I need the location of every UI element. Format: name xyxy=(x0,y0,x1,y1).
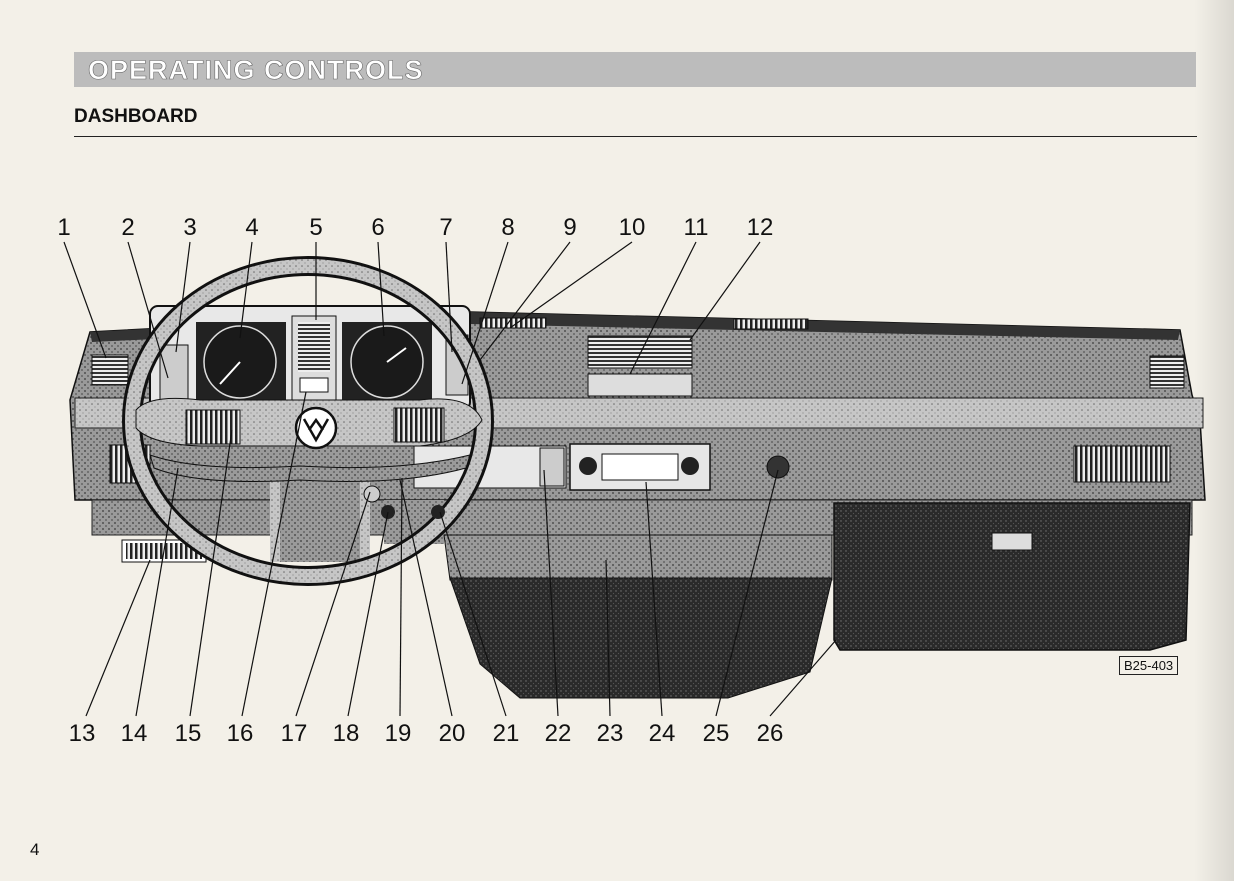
callout-number: 3 xyxy=(183,214,197,241)
callout-number: 13 xyxy=(68,720,96,747)
callout-number: 6 xyxy=(371,214,385,241)
callout-number: 16 xyxy=(226,720,254,747)
callout-number: 24 xyxy=(648,720,676,747)
page-title: OPERATING CONTROLS xyxy=(88,55,424,86)
callout-number: 10 xyxy=(618,214,646,241)
callout-number: 26 xyxy=(756,720,784,747)
callout-number: 14 xyxy=(120,720,148,747)
callout-number: 19 xyxy=(384,720,412,747)
callout-number: 23 xyxy=(596,720,624,747)
callout-number: 4 xyxy=(245,214,259,241)
callout-number: 22 xyxy=(544,720,572,747)
page-number: 4 xyxy=(30,840,40,859)
callout-number: 21 xyxy=(492,720,520,747)
callout-number: 7 xyxy=(439,214,453,241)
callout-number: 5 xyxy=(309,214,323,241)
callout-number: 20 xyxy=(438,720,466,747)
callout-number: 18 xyxy=(332,720,360,747)
callout-number: 12 xyxy=(746,214,774,241)
callout-number: 17 xyxy=(280,720,308,747)
callout-number: 11 xyxy=(683,214,709,241)
header-band xyxy=(74,52,1196,87)
figure-reference-code: B25-403 xyxy=(1119,656,1179,675)
callout-number: 2 xyxy=(121,214,135,241)
callout-number: 25 xyxy=(702,720,730,747)
callout-number: 9 xyxy=(563,214,577,241)
section-divider xyxy=(74,136,1197,137)
callout-number: 8 xyxy=(501,214,515,241)
callout-number: 1 xyxy=(57,214,71,241)
section-title: DASHBOARD xyxy=(74,106,198,127)
callout-number: 15 xyxy=(174,720,202,747)
